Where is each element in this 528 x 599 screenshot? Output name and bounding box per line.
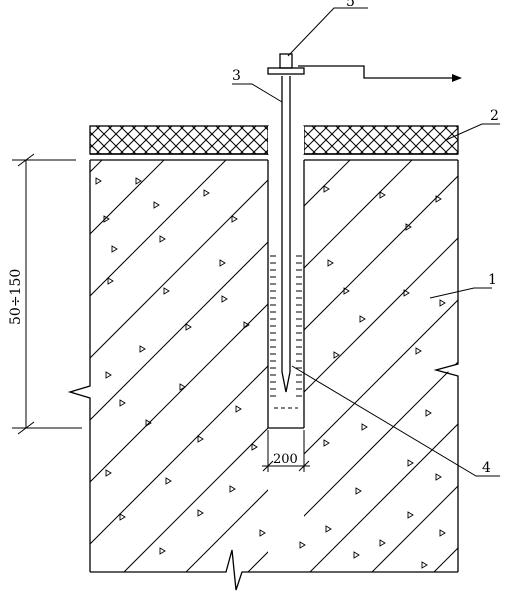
callout-2: 2 (490, 108, 499, 124)
width-dimension-label: 200 (273, 452, 298, 467)
callout-4: 4 (482, 460, 491, 476)
aggregate-marks (95, 177, 446, 569)
output-arrow (452, 74, 462, 82)
callout-1: 1 (488, 272, 497, 288)
callout-leaders (232, 7, 500, 477)
top-layer (89, 125, 459, 161)
probe-rod (267, 53, 452, 393)
soil-body (67, 160, 459, 591)
depth-dimension (12, 153, 82, 435)
soil-hatching (70, 160, 458, 572)
depth-scale-marks (270, 255, 302, 397)
callout-3: 3 (232, 68, 241, 84)
callout-5: 5 (346, 0, 355, 10)
width-dimension (262, 430, 310, 472)
depth-dimension-label: 50÷150 (8, 269, 24, 325)
